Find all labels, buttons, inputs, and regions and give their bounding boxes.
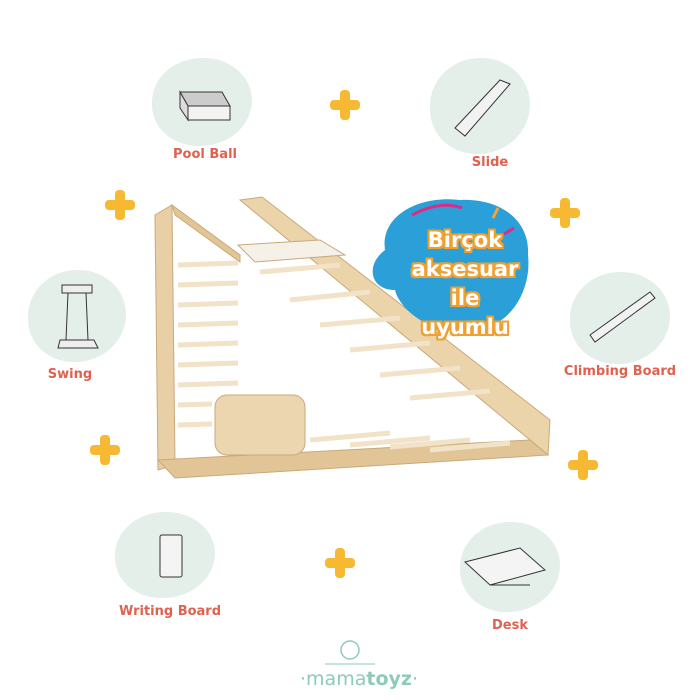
label-climbing-board: Climbing Board [563,364,677,379]
climbing-board-icon [589,291,656,343]
brand-light: mama [306,668,367,690]
pool-ball-icon [179,90,231,122]
plus-icon [105,190,135,220]
slide-icon [454,79,511,137]
label-pool-ball: Pool Ball [173,147,237,162]
badge-text: Birçok aksesuar ile uyumlu [395,226,535,342]
brand-logo: ·mamatoyz· [300,668,418,690]
plus-icon [325,548,355,578]
badge-line: Birçok [427,228,503,252]
label-desk: Desk [492,618,528,633]
badge-line: aksesuar ile [411,257,519,310]
label-writing-board: Writing Board [118,604,222,619]
swing-icon [57,284,99,349]
badge-splash [372,199,529,331]
label-swing: Swing [47,367,93,382]
climber-product [154,196,551,479]
badge-line: uyumlu [421,315,509,339]
plus-icon [330,90,360,120]
desk-icon [463,547,547,586]
plus-icon [90,435,120,465]
brand-bold: toyz [366,668,412,690]
writing-board-icon [159,534,183,578]
label-slide: Slide [471,155,509,170]
plus-icon [568,450,598,480]
plus-icon [550,198,580,228]
